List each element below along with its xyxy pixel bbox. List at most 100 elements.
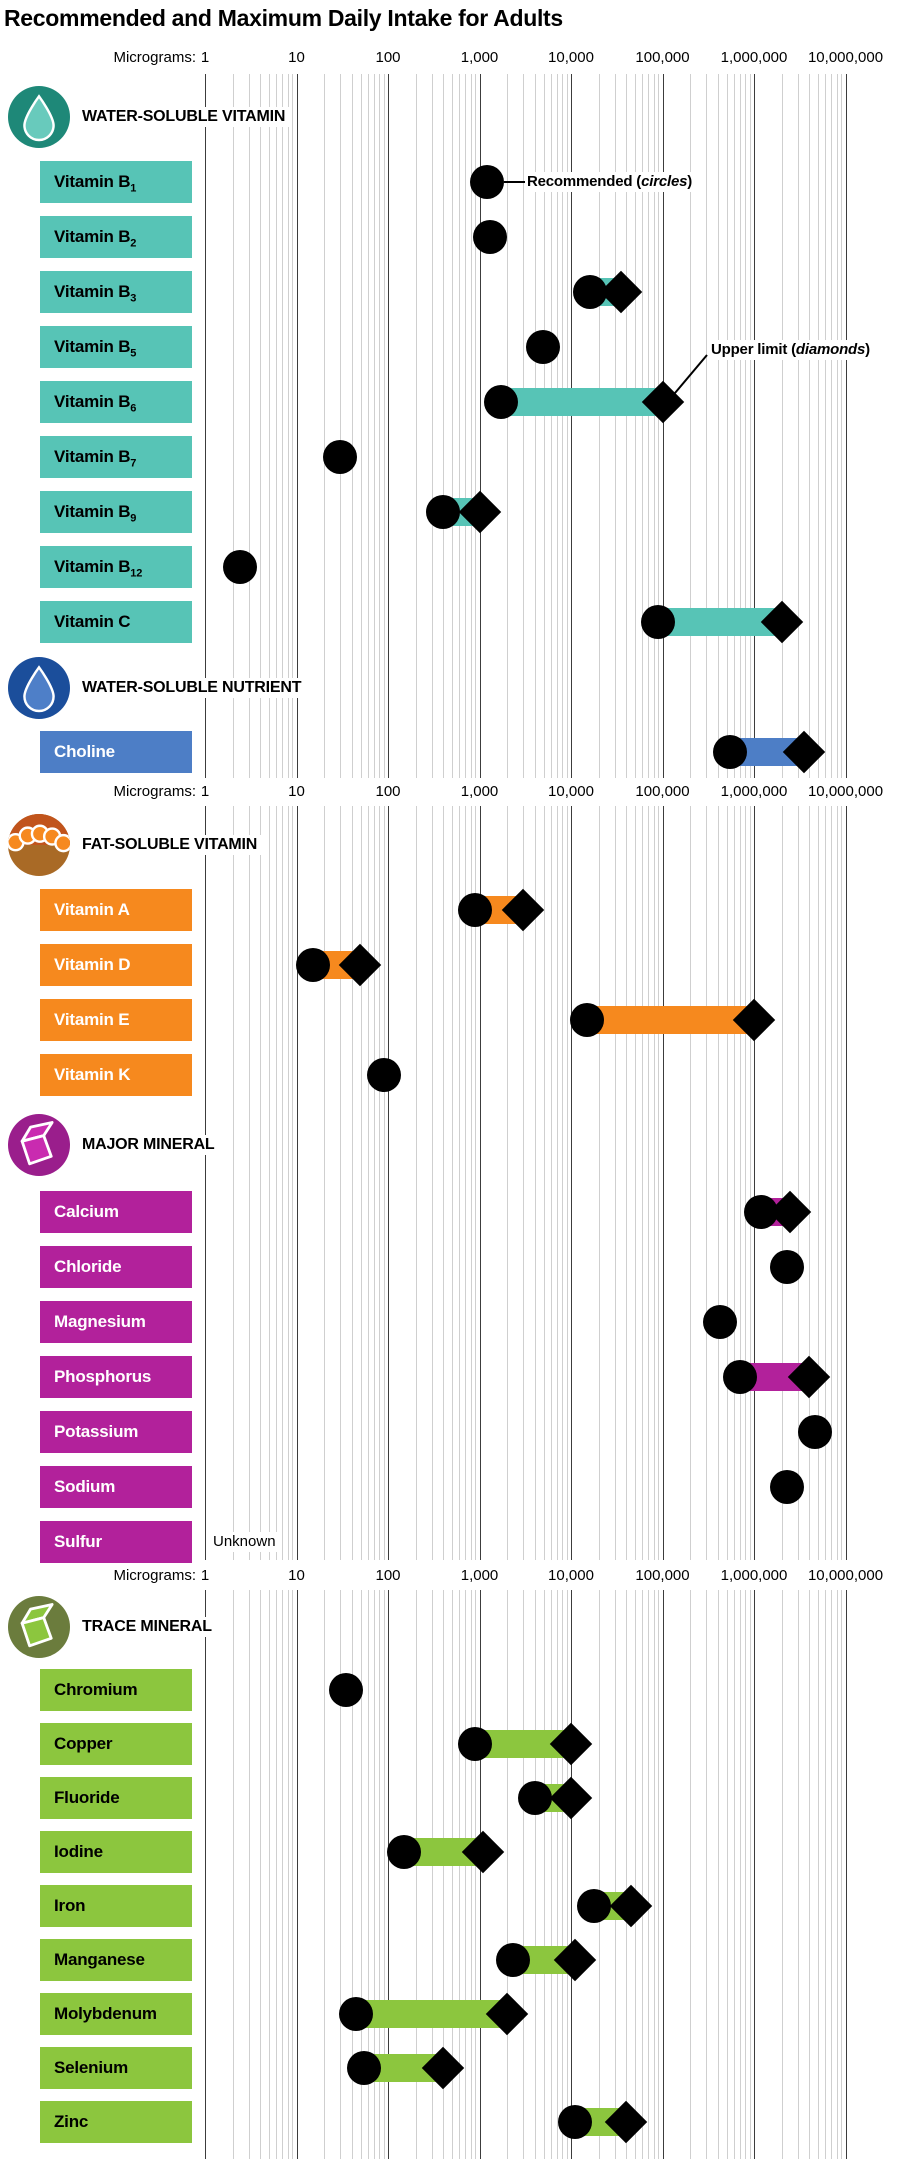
gridline bbox=[465, 74, 467, 778]
gridline bbox=[383, 806, 385, 1560]
gridline bbox=[749, 806, 751, 1560]
gridline bbox=[373, 806, 375, 1560]
gridline bbox=[269, 806, 270, 1560]
gridline bbox=[598, 806, 600, 1560]
gridline bbox=[465, 806, 467, 1560]
row-label: Phosphorus bbox=[40, 1356, 192, 1398]
gridline bbox=[754, 1590, 755, 2159]
gridline bbox=[260, 806, 262, 1560]
gridline bbox=[556, 1590, 558, 2159]
gridline bbox=[292, 74, 294, 778]
gridline bbox=[733, 1590, 735, 2159]
gridline bbox=[739, 1590, 741, 2159]
gridline bbox=[635, 74, 636, 778]
gridline bbox=[726, 1590, 728, 2159]
gridline bbox=[523, 1590, 525, 2159]
gridline bbox=[642, 806, 644, 1560]
range-band bbox=[356, 2000, 508, 2028]
gridline bbox=[781, 806, 783, 1560]
gridline bbox=[232, 74, 234, 778]
gridline bbox=[324, 806, 325, 1560]
gridline bbox=[845, 1590, 847, 2159]
gridline bbox=[388, 1590, 389, 2159]
gridline bbox=[809, 806, 811, 1560]
gridline bbox=[626, 1590, 628, 2159]
gridline bbox=[841, 1590, 843, 2159]
gridline bbox=[562, 1590, 564, 2159]
droplet-icon bbox=[8, 657, 70, 719]
gridline bbox=[534, 806, 536, 1560]
row-label: Potassium bbox=[40, 1411, 192, 1453]
gridline bbox=[754, 74, 755, 778]
gridline bbox=[836, 74, 838, 778]
gridline bbox=[809, 1590, 811, 2159]
gridline bbox=[276, 806, 278, 1560]
tick-label: 10,000,000 bbox=[807, 783, 884, 800]
gridline bbox=[845, 806, 847, 1560]
section-header: MAJOR MINERAL bbox=[82, 1135, 219, 1155]
section-header: WATER-SOLUBLE NUTRIENT bbox=[82, 678, 306, 698]
gridline bbox=[287, 1590, 289, 2159]
gridline bbox=[269, 1590, 270, 2159]
row-label: Iodine bbox=[40, 1831, 192, 1873]
gridline bbox=[841, 806, 843, 1560]
tick-label: 100 bbox=[375, 783, 401, 800]
recommended-dot bbox=[770, 1470, 805, 1504]
gridline bbox=[635, 806, 636, 1560]
page-title: Recommended and Maximum Daily Intake for… bbox=[4, 5, 563, 31]
row-label: Sodium bbox=[40, 1466, 192, 1508]
range-band bbox=[587, 1006, 754, 1034]
row-label: Calcium bbox=[40, 1191, 192, 1233]
gridline bbox=[797, 806, 799, 1560]
row-label: Magnesium bbox=[40, 1301, 192, 1343]
gridline bbox=[598, 74, 600, 778]
gridline bbox=[809, 74, 811, 778]
axis-unit-label: Micrograms: bbox=[113, 49, 196, 66]
gridline bbox=[836, 806, 838, 1560]
gridline bbox=[717, 806, 719, 1560]
gridline bbox=[415, 1590, 417, 2159]
gridline bbox=[470, 1590, 472, 2159]
row-label: Vitamin C bbox=[40, 601, 192, 643]
tick-label: 100 bbox=[375, 49, 401, 66]
legend-upper-limit-text: Upper limit ( bbox=[711, 341, 796, 358]
recommended-dot bbox=[798, 1415, 833, 1449]
gridline bbox=[706, 1590, 708, 2159]
gridline bbox=[626, 806, 628, 1560]
gridline bbox=[248, 1590, 250, 2159]
gridline bbox=[296, 806, 298, 1560]
gridline bbox=[726, 806, 728, 1560]
row-label: Vitamin K bbox=[40, 1054, 192, 1096]
gridline bbox=[479, 1590, 481, 2159]
gridline bbox=[373, 74, 375, 778]
row-label: Fluoride bbox=[40, 1777, 192, 1819]
gridline bbox=[690, 806, 691, 1560]
gridline bbox=[443, 806, 445, 1560]
gridline bbox=[614, 1590, 616, 2159]
row-label: Vitamin B9 bbox=[40, 491, 192, 533]
gridline bbox=[232, 1590, 234, 2159]
row-label: Vitamin B12 bbox=[40, 546, 192, 588]
tick-label: 1 bbox=[200, 1567, 210, 1584]
gridline bbox=[367, 1590, 369, 2159]
tick-label: 10,000 bbox=[548, 783, 594, 800]
gridline bbox=[739, 806, 741, 1560]
gridline bbox=[431, 1590, 433, 2159]
gridline bbox=[367, 806, 369, 1560]
gridline bbox=[733, 806, 735, 1560]
tick-label: 10 bbox=[288, 1567, 305, 1584]
legend-recommended: Recommended (circles) bbox=[524, 172, 696, 192]
row-label: Vitamin B2 bbox=[40, 216, 192, 258]
gridline bbox=[475, 74, 477, 778]
tick-label: 10,000 bbox=[548, 1567, 594, 1584]
gridline bbox=[658, 1590, 660, 2159]
gridline bbox=[717, 1590, 719, 2159]
gridline bbox=[825, 806, 827, 1560]
gridline bbox=[276, 74, 278, 778]
tick-label: 100,000 bbox=[635, 783, 690, 800]
gridline bbox=[653, 806, 655, 1560]
gridline bbox=[543, 74, 545, 778]
recommended-dot bbox=[339, 1997, 374, 2031]
gridline bbox=[831, 806, 833, 1560]
gridline bbox=[452, 1590, 453, 2159]
